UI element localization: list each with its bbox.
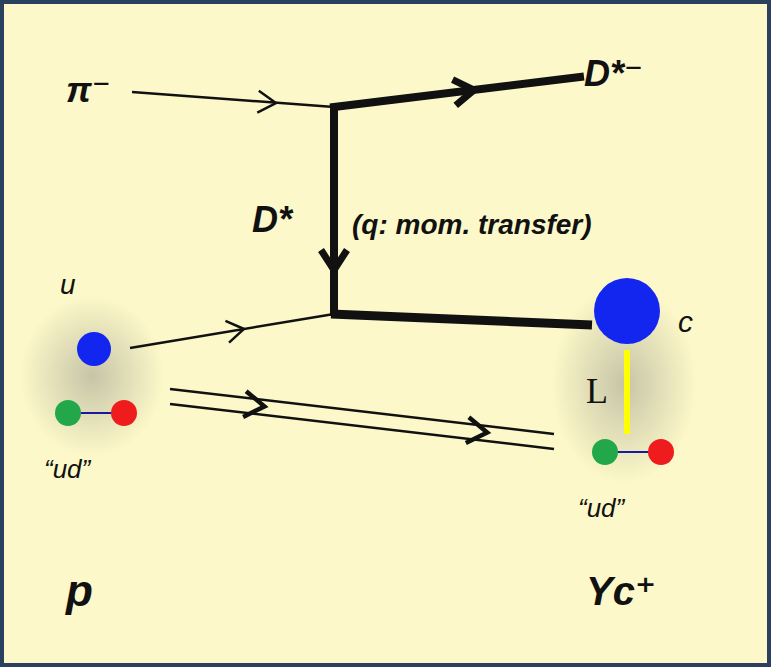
propagator-line: [330, 105, 338, 316]
quark-node: u: [62, 270, 126, 368]
connector: [627, 350, 628, 434]
illustration: [4, 4, 767, 663]
pion-line: [132, 92, 334, 107]
connector: [170, 389, 554, 449]
diquark-node: “ud”: [574, 436, 692, 523]
dstar-line: [334, 77, 580, 107]
quark-label: u: [60, 270, 76, 301]
arrow-head: [257, 91, 276, 114]
particle-label: p: [66, 567, 93, 615]
arrow-head: [466, 417, 489, 445]
connector-layer: [4, 4, 767, 663]
quark-node: c: [592, 276, 771, 346]
arrow-head: [243, 391, 266, 419]
diquark-node: “ud”: [40, 397, 152, 484]
quark-circle: [592, 276, 662, 346]
annotation: (q: mom. transfer): [352, 210, 592, 241]
arrow-head: [453, 77, 476, 105]
propagator-label: D*: [252, 200, 292, 240]
connector: [130, 314, 592, 348]
particle-label: D*⁻: [584, 54, 643, 94]
arrow-head: [225, 318, 245, 343]
particle-label: π⁻: [66, 70, 111, 110]
diquark-symbol: [40, 397, 152, 429]
background-panel: π⁻ D*⁻ D* (q: mom. transfer) p Yc⁺ u “ud” c “ud” L: [4, 4, 767, 663]
diquark-symbol: [574, 436, 692, 468]
quark-label: c: [678, 305, 693, 338]
diquark-label: “ud”: [44, 455, 90, 484]
proton-glow: [20, 296, 164, 456]
particle-label: Yc⁺: [586, 569, 656, 613]
edge-label: L: [586, 372, 608, 412]
diquark-label: “ud”: [578, 494, 624, 523]
arrow-head: [321, 250, 347, 270]
